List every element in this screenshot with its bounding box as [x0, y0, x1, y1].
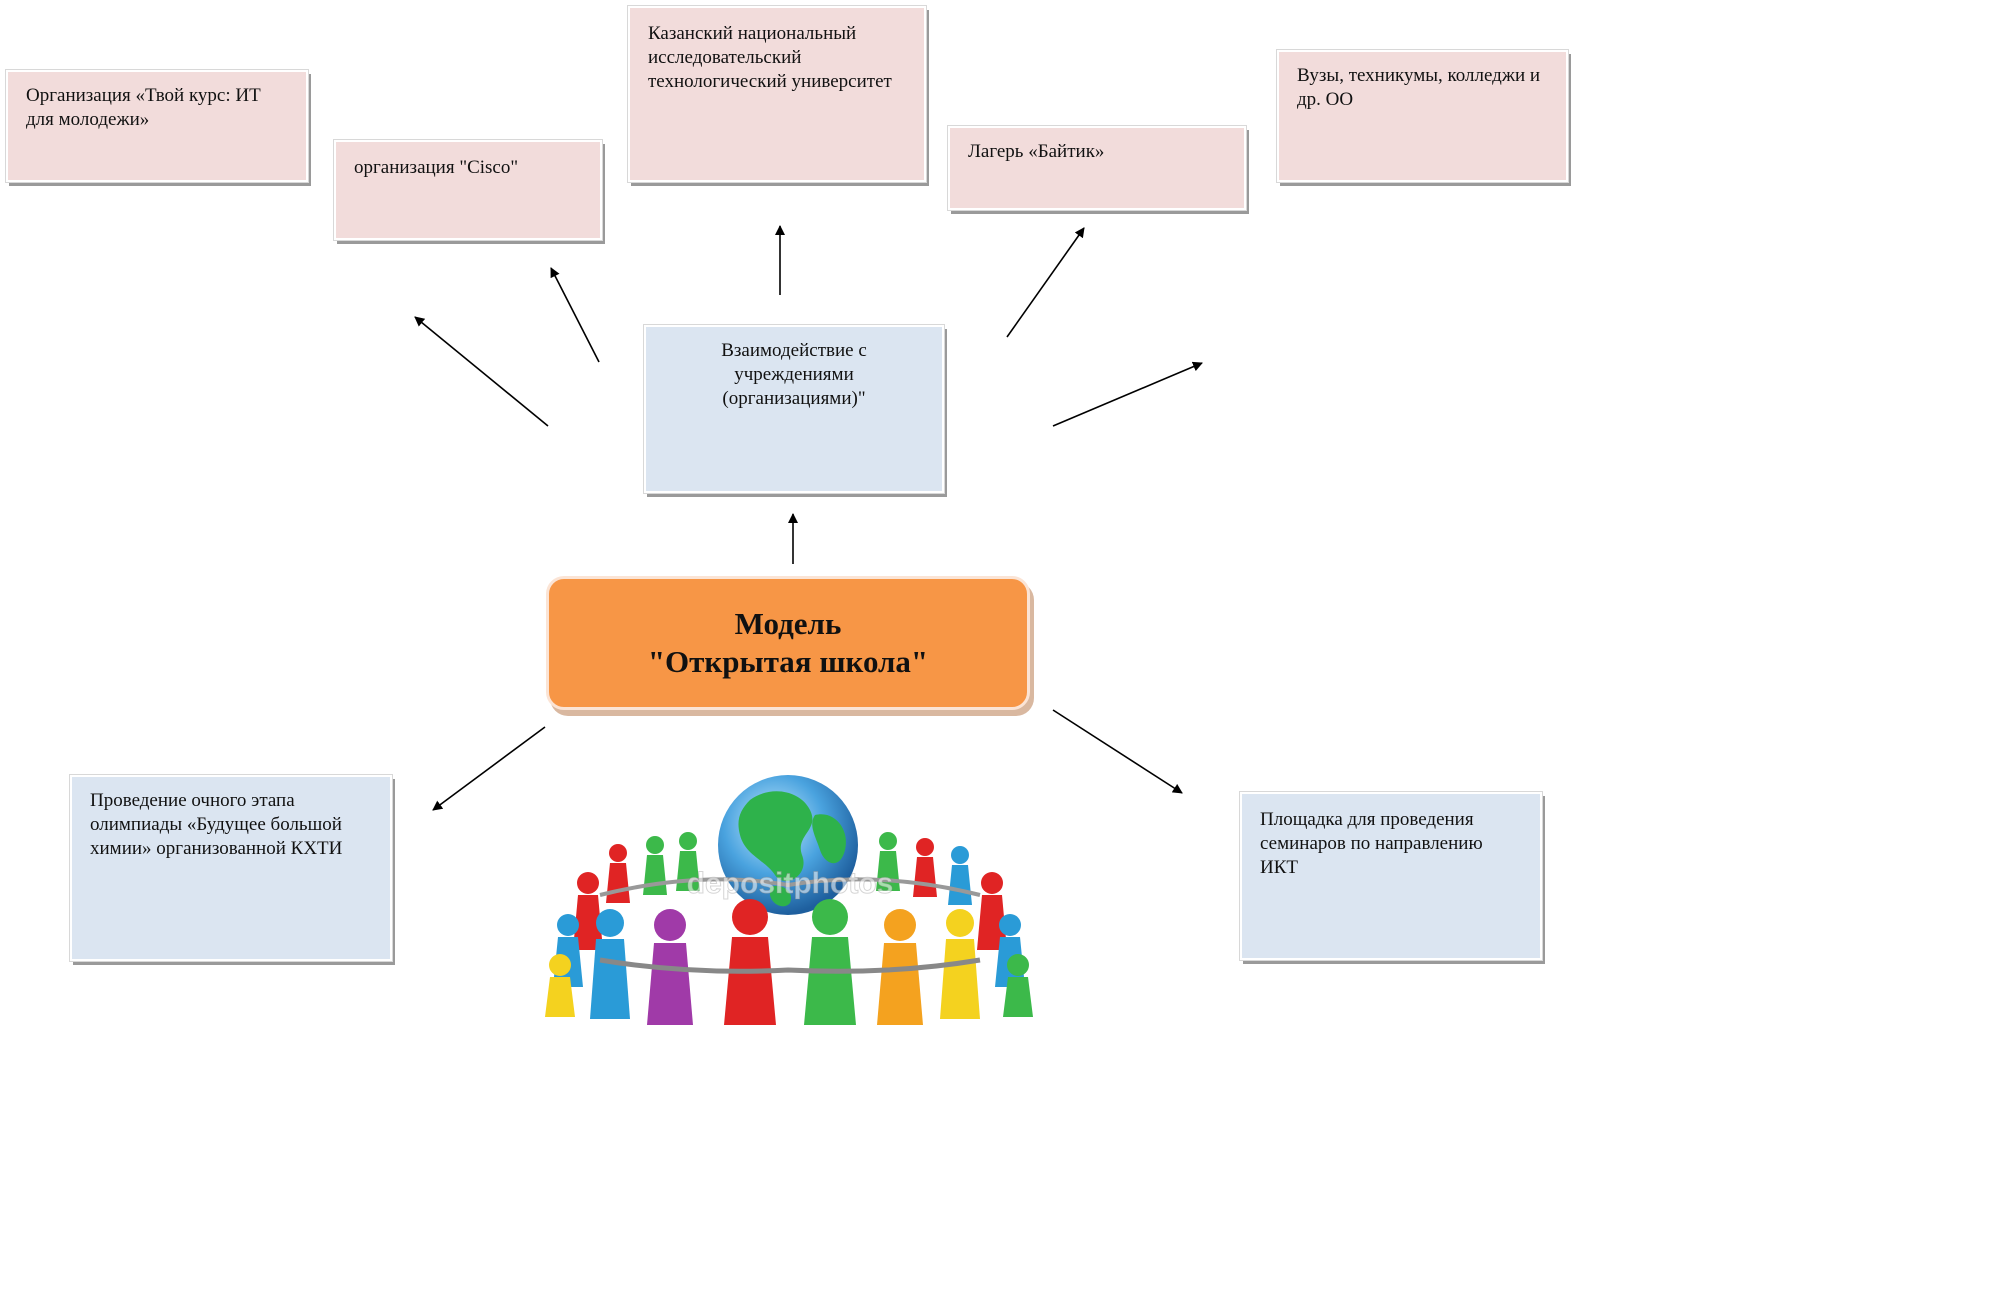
box-interaction: Взаимодействие с учреждениями (организац…: [643, 324, 945, 494]
box-olympiad: Проведение очного этапа олимпиады «Будущ…: [69, 774, 393, 962]
box-seminars: Площадка для проведения семинаров по нап…: [1239, 791, 1543, 961]
arrow-to-vuzy: [1052, 361, 1203, 427]
people-ring: [545, 832, 1033, 1025]
people-around-globe-illustration: depositphotos: [545, 775, 1033, 1025]
box-kniu: Казанский национальный исследовательский…: [627, 5, 927, 183]
box-tvoy-kurs-text: Организация «Твой курс: ИТ для молодежи»: [26, 85, 261, 130]
box-tvoy-kurs: Организация «Твой курс: ИТ для молодежи»: [5, 69, 309, 183]
model-title-box: Модель "Открытая школа": [546, 576, 1030, 710]
arrow-to-olympiad: [432, 726, 546, 811]
arrow-to-cisco: [550, 267, 600, 363]
box-kniu-text: Казанский национальный исследовательский…: [648, 23, 892, 92]
arrow-to-tvoy-kurs: [414, 316, 549, 427]
model-title-line2: "Открытая школа": [647, 644, 929, 679]
box-vuzy-text: Вузы, техникумы, колледжи и др. ОО: [1297, 65, 1541, 110]
connector-arrows: [414, 225, 1203, 811]
model-title-line1: Модель: [734, 606, 842, 641]
box-vuzy: Вузы, техникумы, колледжи и др. ОО: [1276, 49, 1569, 183]
watermark-text: depositphotos: [687, 867, 894, 900]
box-olympiad-text: Проведение очного этапа олимпиады «Будущ…: [90, 790, 343, 859]
box-baytik: Лагерь «Байтик»: [947, 125, 1247, 211]
box-cisco: организация "Cisco": [333, 139, 603, 241]
box-seminars-text: Площадка для проведения семинаров по нап…: [1260, 809, 1483, 878]
arrow-to-baytik: [1006, 227, 1085, 338]
arrow-to-seminars: [1052, 709, 1183, 794]
box-baytik-text: Лагерь «Байтик»: [968, 141, 1105, 162]
box-cisco-text: организация "Cisco": [354, 157, 519, 178]
box-interaction-text: Взаимодействие с учреждениями (организац…: [721, 340, 867, 409]
